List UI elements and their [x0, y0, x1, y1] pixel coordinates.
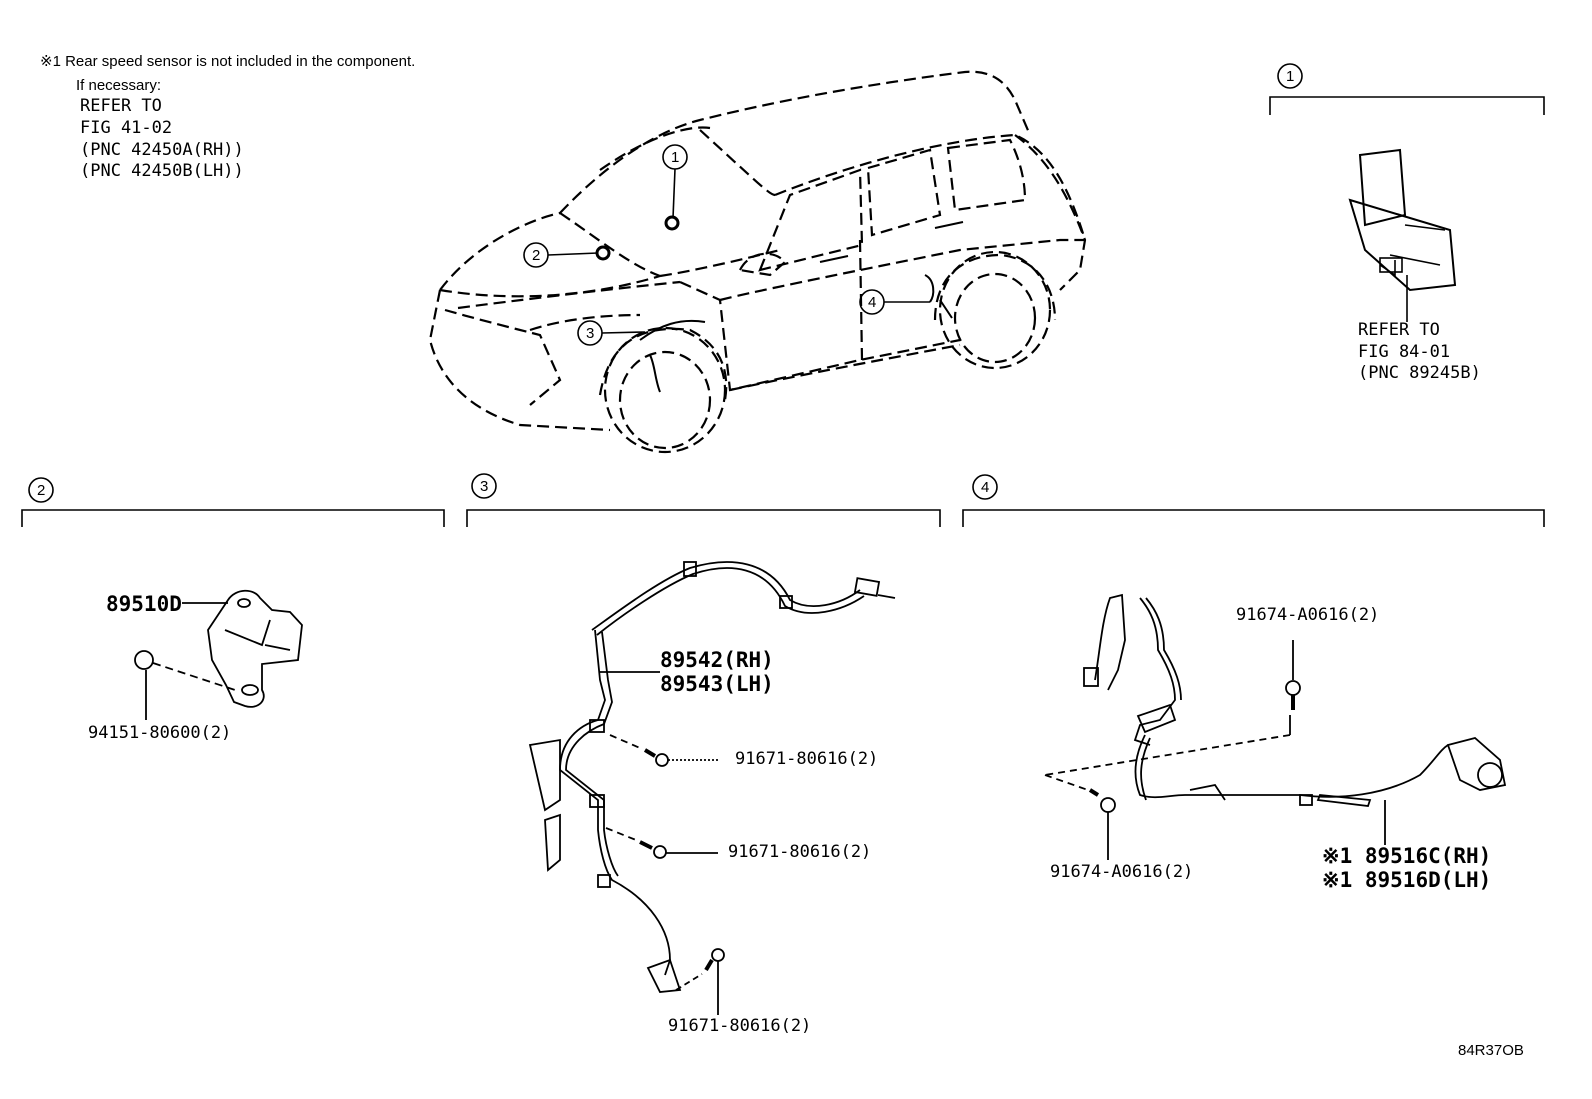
- vehicle-details: [595, 215, 964, 393]
- note-pnc-lh: (PNC 42450B(LH)): [80, 161, 244, 181]
- illustration-code: 84R37OB: [1458, 1042, 1524, 1059]
- section4-graphics: [1044, 593, 1507, 860]
- callout-3: 3: [586, 325, 595, 342]
- bolt-a: [609, 734, 720, 767]
- part-89510d: 89510D: [106, 592, 182, 616]
- section1-label: 1: [1286, 68, 1295, 85]
- callout-4: 4: [868, 294, 877, 311]
- part-89516d: ※1 89516D(LH): [1322, 868, 1492, 892]
- callout-1: 1: [671, 149, 680, 166]
- vehicle-illustration: [428, 70, 1087, 454]
- section3-label: 3: [480, 478, 489, 495]
- section1-pnc: (PNC 89245B): [1358, 363, 1481, 383]
- note-line1: ※1 Rear speed sensor is not included in …: [40, 53, 416, 70]
- note-fig: FIG 41-02: [80, 118, 173, 138]
- part-91674-top: 91674-A0616(2): [1236, 605, 1380, 625]
- note-pnc-rh: (PNC 42450A(RH)): [80, 140, 244, 160]
- section1-refer: REFER TO: [1358, 320, 1440, 340]
- bolt-left: [1044, 774, 1116, 860]
- vehicle-callouts: [523, 144, 930, 346]
- part-89516c: ※1 89516C(RH): [1322, 844, 1492, 868]
- part-94151-80600: 94151-80600(2): [88, 723, 232, 743]
- bolt-top: [1044, 640, 1301, 776]
- section3-graphics: [528, 561, 896, 1015]
- section1-graphics: [1269, 63, 1545, 322]
- part-91671-b: 91671-80616(2): [728, 842, 872, 862]
- section1-fig: FIG 84-01: [1358, 342, 1451, 362]
- section-brackets: [21, 473, 1545, 527]
- note-refer: REFER TO: [80, 96, 162, 116]
- callout-2: 2: [532, 247, 541, 264]
- section4-label: 4: [981, 479, 990, 496]
- part-91671-a: 91671-80616(2): [735, 749, 879, 769]
- part-89543: 89543(LH): [660, 672, 774, 696]
- section2-label: 2: [37, 482, 46, 499]
- part-89542: 89542(RH): [660, 648, 774, 672]
- bolt-b: [605, 827, 718, 859]
- note-line2: If necessary:: [76, 77, 162, 94]
- part-91674-left: 91674-A0616(2): [1050, 862, 1194, 882]
- section2-graphics: [134, 589, 303, 720]
- bolt-c: [675, 948, 725, 1015]
- part-91671-c: 91671-80616(2): [668, 1016, 812, 1036]
